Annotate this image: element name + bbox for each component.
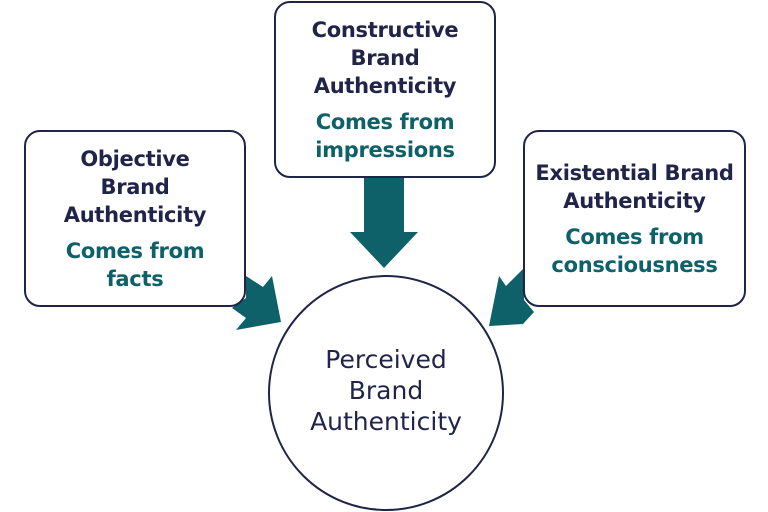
title-line: Authenticity [63, 202, 207, 227]
arrow-constructive-to-perceived [350, 176, 418, 268]
objective-subtitle: Comes from facts [66, 237, 205, 293]
subtitle-line: Comes from [565, 224, 704, 249]
label-line: Authenticity [310, 406, 462, 436]
title-line: Constructive [311, 17, 459, 42]
title-line: Brand [100, 174, 170, 199]
existential-authenticity-box: Existential Brand Authenticity Comes fro… [523, 130, 746, 307]
existential-subtitle: Comes from consciousness [551, 223, 717, 279]
title-line: Authenticity [313, 73, 457, 98]
title-line: Existential Brand [535, 160, 734, 185]
perceived-authenticity-circle: Perceived Brand Authenticity [268, 275, 504, 511]
objective-title: Objective Brand Authenticity [63, 145, 207, 229]
objective-authenticity-box: Objective Brand Authenticity Comes from … [24, 130, 246, 307]
constructive-authenticity-box: Constructive Brand Authenticity Comes fr… [274, 1, 496, 178]
subtitle-line: Comes from [65, 238, 205, 263]
subtitle-line: impressions [315, 137, 455, 162]
label-line: Perceived [325, 344, 447, 374]
perceived-authenticity-label: Perceived Brand Authenticity [310, 344, 462, 437]
subtitle-line: consciousness [551, 252, 718, 277]
constructive-title: Constructive Brand Authenticity [312, 16, 459, 100]
subtitle-line: Comes from [315, 109, 455, 134]
existential-title: Existential Brand Authenticity [535, 159, 733, 215]
arrow-objective-to-perceived [232, 276, 281, 330]
label-line: Brand [348, 375, 424, 405]
title-line: Objective [80, 146, 190, 171]
title-line: Authenticity [563, 188, 706, 213]
constructive-subtitle: Comes from impressions [315, 108, 455, 164]
arrow-existential-to-perceived [489, 268, 534, 326]
title-line: Brand [350, 45, 420, 70]
subtitle-line: facts [106, 266, 164, 291]
